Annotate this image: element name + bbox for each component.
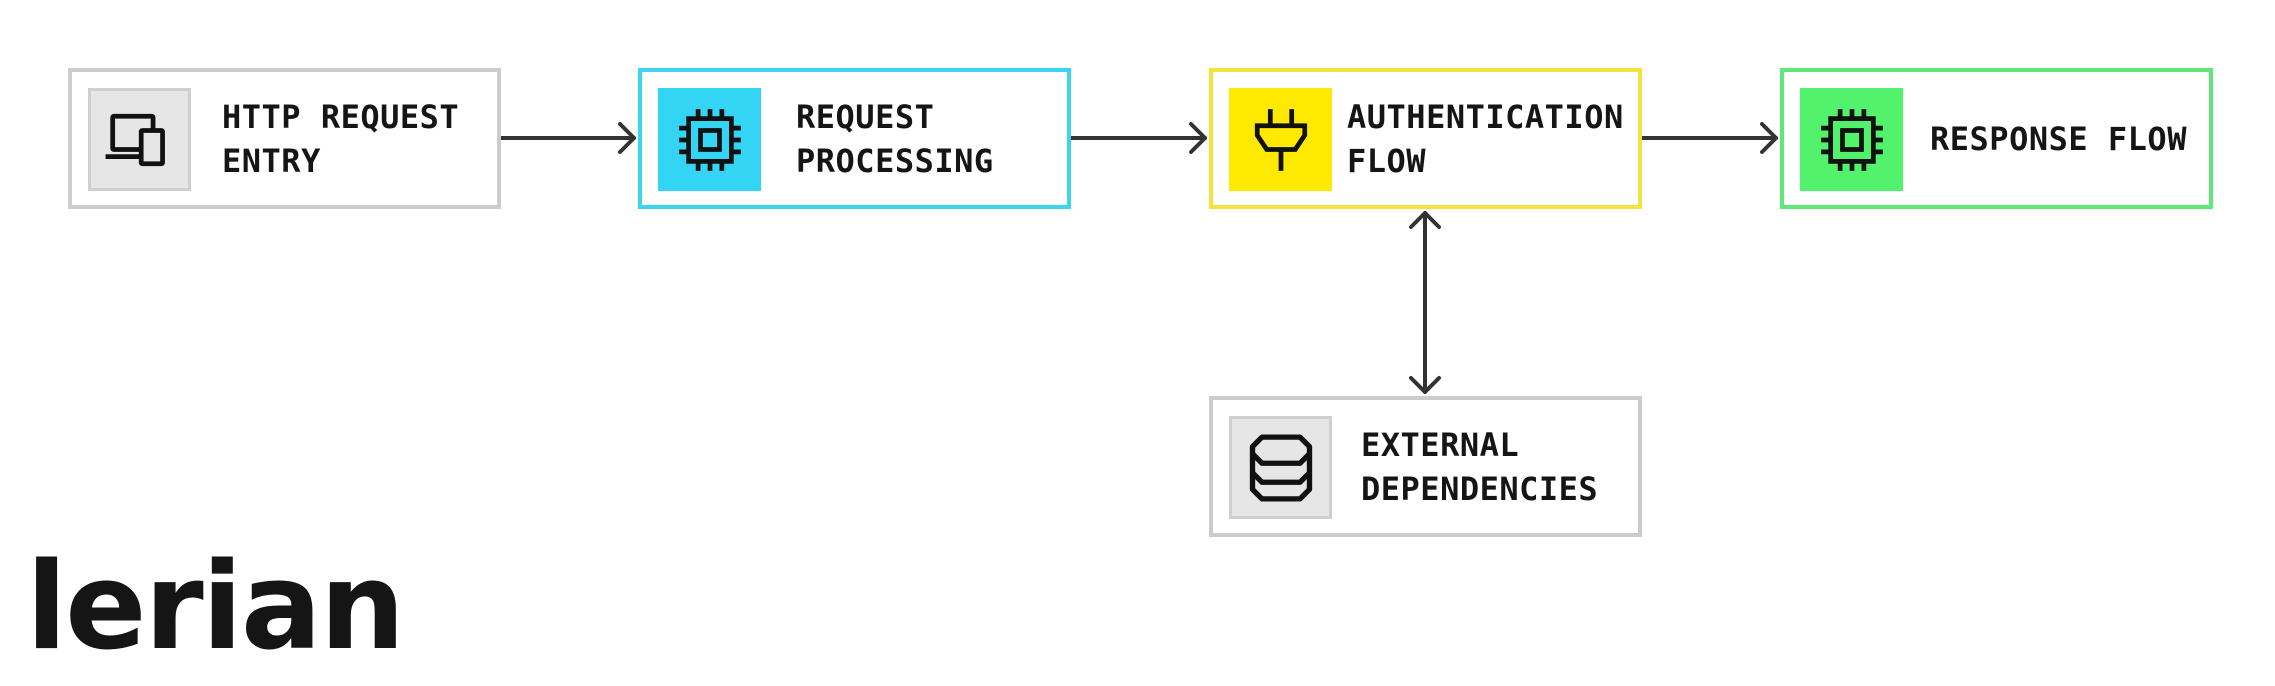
node-response-flow: RESPONSE FLOW bbox=[1780, 68, 2213, 209]
chip-icon bbox=[1800, 88, 1903, 191]
node-label: HTTP REQUEST ENTRY bbox=[222, 72, 487, 205]
chip-icon bbox=[658, 88, 761, 191]
node-label-line1: REQUEST bbox=[796, 97, 935, 136]
node-label-line2: ENTRY bbox=[222, 141, 321, 180]
node-label-line1: EXTERNAL bbox=[1361, 425, 1520, 464]
node-label: REQUEST PROCESSING bbox=[796, 72, 1057, 205]
node-label: AUTHENTICATION FLOW bbox=[1347, 72, 1628, 205]
devices-icon bbox=[88, 88, 191, 191]
node-authentication-flow: AUTHENTICATION FLOW bbox=[1209, 68, 1642, 209]
node-label-line2: FLOW bbox=[1347, 141, 1427, 180]
node-request-processing: REQUEST PROCESSING bbox=[638, 68, 1071, 209]
plug-icon bbox=[1229, 88, 1332, 191]
node-label-line1: RESPONSE FLOW bbox=[1930, 119, 2187, 158]
arrow-processing-to-auth bbox=[1069, 122, 1207, 154]
node-http-request-entry: HTTP REQUEST ENTRY bbox=[68, 68, 501, 209]
arrow-auth-to-response bbox=[1640, 122, 1778, 154]
node-label: RESPONSE FLOW bbox=[1930, 72, 2199, 205]
node-label-line2: DEPENDENCIES bbox=[1361, 469, 1599, 508]
arrow-auth-external-bidirectional bbox=[1409, 211, 1441, 394]
node-label-line1: HTTP REQUEST bbox=[222, 97, 460, 136]
node-label-line1: AUTHENTICATION bbox=[1347, 97, 1624, 136]
database-icon bbox=[1229, 416, 1332, 519]
lerian-logo: lerian bbox=[26, 538, 405, 677]
node-label-line2: PROCESSING bbox=[796, 141, 994, 180]
node-external-dependencies: EXTERNAL DEPENDENCIES bbox=[1209, 396, 1642, 537]
node-label: EXTERNAL DEPENDENCIES bbox=[1361, 400, 1628, 533]
arrow-entry-to-processing bbox=[499, 122, 636, 154]
